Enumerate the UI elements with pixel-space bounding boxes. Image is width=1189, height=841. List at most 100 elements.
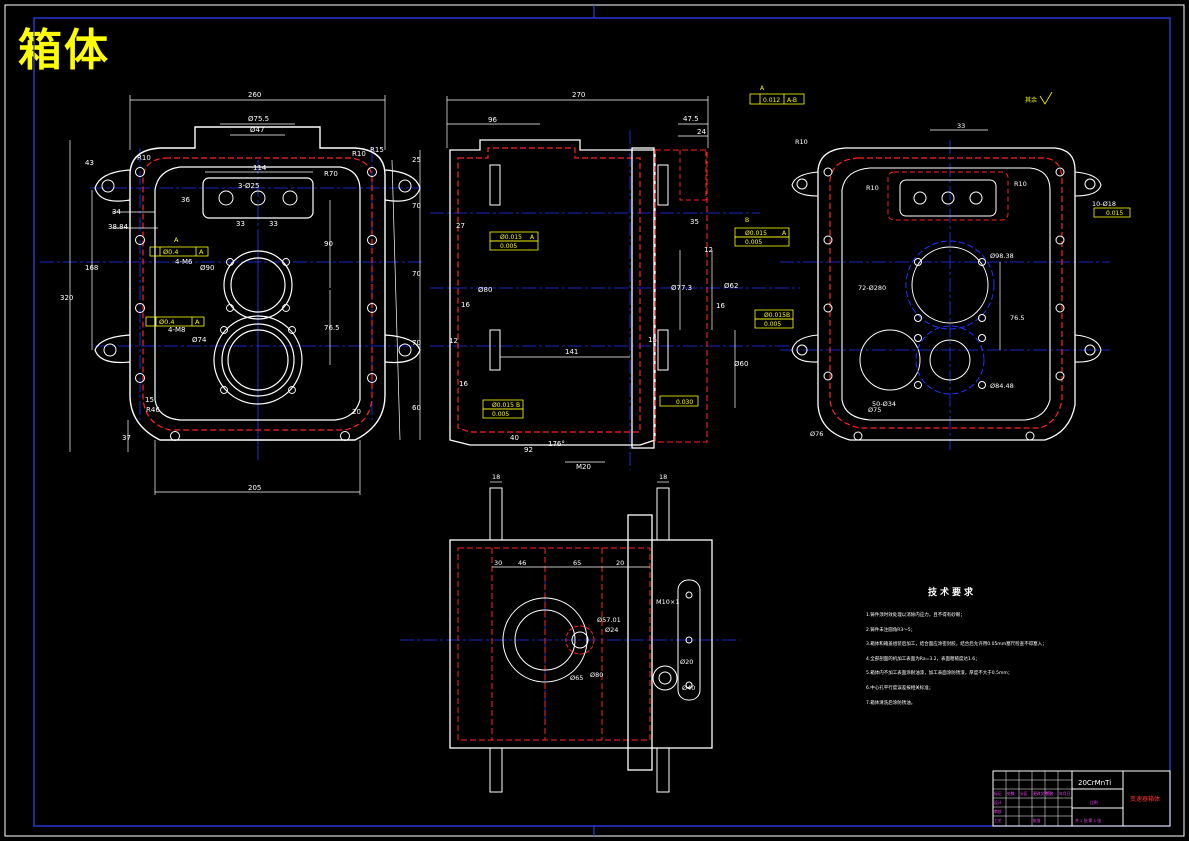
sv-tol2-flat: 0.005: [745, 239, 762, 246]
tech-line: 1.铸件须时效处理以消除内应力，且不得有砂眼；: [866, 613, 965, 618]
sv-dim-d77: Ø77.3: [671, 284, 692, 292]
fv-dim-m6a: 4-M6: [175, 258, 193, 266]
sv-dim-d60: Ø60: [734, 360, 748, 368]
sv-dim-35: 35: [690, 218, 699, 226]
tb-approve: 批准: [1033, 818, 1041, 823]
title-block: 20CrMnTi 变速器箱体 标记 处数 分区 更改文件号 签名 年月日 设计 …: [992, 770, 1171, 827]
sv-tol1-ref: A: [530, 234, 535, 241]
sv-tol2-ref: A: [782, 230, 787, 237]
tb-label-2: 分区: [1020, 791, 1028, 796]
sv-tol4-flat: 0.005: [492, 411, 509, 418]
tech-line: 6.中心孔平行度误差按相关标准；: [866, 685, 934, 691]
sv-dim-16c: 16: [459, 380, 468, 388]
tv-dim-d40: Ø40: [682, 684, 695, 692]
fv-datum: A: [174, 236, 179, 244]
sv-tol-main: 0.012: [763, 97, 780, 104]
sv-dim-270: 270: [572, 91, 585, 99]
fv-dim-36: 36: [181, 196, 190, 204]
fv-dim-320: 320: [60, 294, 73, 302]
tb-design: 设计: [994, 800, 1002, 805]
tb-review: 审核: [994, 809, 1002, 814]
sv-tol3-ref: B: [786, 312, 790, 319]
inner-frame: [33, 17, 1171, 827]
sv-dim-25: 25: [412, 156, 421, 164]
sv-dim-12b: 12: [449, 337, 458, 345]
sv-dim-96: 96: [488, 116, 497, 124]
fv-dim-90: 90: [324, 240, 333, 248]
fv-dim-r70: R70: [324, 170, 338, 178]
tb-label-3: 更改文件号: [1033, 791, 1052, 796]
sv-tol1-flat: 0.005: [500, 243, 517, 250]
tv-dim-d24: Ø24: [605, 626, 618, 634]
top-view: 18 18 30 46 65 20 Ø57.01 Ø24 Ø65 Ø80 M10…: [400, 473, 740, 793]
fv-dim-d74: Ø74: [192, 336, 207, 344]
fv-dim-114: 114: [253, 164, 267, 172]
sv-dim-70b: 70: [412, 270, 421, 278]
fv-dim-d90: Ø90: [200, 264, 214, 272]
tb-part-name: 变速器箱体: [1130, 795, 1160, 803]
fv-dim-168: 168: [85, 264, 98, 272]
sv-dim-d80: Ø80: [478, 286, 492, 294]
tb-label-5: 年月日: [1059, 791, 1071, 796]
fv-dim-r10: R10: [137, 154, 151, 162]
tb-label-1: 处数: [1007, 791, 1015, 796]
sv-dim-12: 12: [704, 246, 713, 254]
fv-dim-r10b: R10: [352, 150, 366, 158]
sv-tol1: Ø0.015: [500, 234, 522, 241]
tv-dim-m10: M10×1: [656, 598, 679, 606]
sv-dim-176: 176°: [548, 440, 565, 448]
sv-dim-m20: M20: [576, 463, 591, 471]
tb-label-0: 标记: [994, 791, 1002, 796]
rv-tol: 0.015: [1106, 210, 1123, 217]
sv-tol-main-ref: A-B: [787, 97, 797, 104]
tv-dim-30: 30: [494, 559, 502, 567]
tv-dim-18b: 18: [659, 473, 667, 481]
rv-dim-b: 50-Ø34: [872, 400, 896, 408]
rv-dim-r10b: R10: [866, 184, 879, 192]
tv-dim-18a: 18: [492, 473, 500, 481]
tech-requirements: 技术要求 1.铸件须时效处理以消除内应力，且不得有砂眼； 2.铸件未注圆角R3～…: [866, 585, 1116, 714]
tv-dim-d80: Ø80: [590, 671, 603, 679]
fv-dim-d75: Ø75.5: [248, 115, 269, 123]
tb-scale: 比例: [1090, 800, 1098, 805]
sv-tol3: Ø0.015: [764, 312, 786, 319]
sv-datum-a: A: [760, 85, 765, 92]
sv-dim-24: 24: [697, 128, 706, 136]
fv-tol2: Ø0.4: [159, 318, 174, 326]
side-view: 270 96 47.5 24 35 27 141 15 12 12 16 16 …: [412, 85, 1053, 471]
surface-mark: 其余: [1025, 96, 1037, 104]
rv-dim-33: 33: [957, 122, 965, 130]
sv-datum-b: B: [745, 217, 749, 224]
sv-tol5: 0.030: [676, 399, 693, 406]
tech-requirements-title: 技术要求: [928, 588, 977, 598]
fv-dim-r46: R46: [146, 406, 160, 414]
tech-line: 5.箱体内不加工表面涂耐油漆，加工表面涂防锈漆，厚度不大于0.5mm；: [866, 671, 1013, 677]
sv-dim-70a: 70: [412, 202, 421, 210]
front-view: 260 Ø75.5 Ø47 114 3-Ø25 33 33 36 90 168 …: [40, 91, 425, 495]
fv-dim-20: 20: [352, 408, 361, 416]
rv-dim-a: 72-Ø280: [858, 284, 886, 292]
fv-dim-33a: 33: [236, 220, 245, 228]
fv-dim-d47: Ø47: [250, 126, 264, 134]
sv-dim-47: 47.5: [683, 115, 699, 123]
tech-line: 4.全部剖面的机加工表面为Ra=3.2，表面粗糙度达1.6；: [866, 656, 980, 662]
tech-line: 7.箱体清洗后涂防锈油。: [866, 700, 916, 706]
sv-tol4: Ø0.015: [492, 402, 514, 409]
sv-tol3-flat: 0.005: [764, 321, 781, 328]
fv-dim-holes: 3-Ø25: [238, 182, 259, 190]
tv-dim-d65: Ø65: [570, 674, 583, 682]
fv-tol1-ref: A: [199, 248, 204, 256]
fv-dim-37: 37: [122, 434, 131, 442]
rv-dim-c: 76.5: [1010, 314, 1024, 322]
sv-dim-141: 141: [565, 348, 578, 356]
tb-process: 工艺: [994, 818, 1002, 823]
fv-tol1: Ø0.4: [163, 248, 178, 256]
tech-line: 3.箱体和箱盖组装后加工，结合面应涂密封胶，结合后允许用0.05mm塞尺检查不得…: [866, 642, 1047, 648]
rv-dim-d98: Ø98.38: [990, 252, 1014, 260]
sv-tol2: Ø0.015: [745, 230, 767, 237]
tb-label-4: 签名: [1046, 791, 1054, 796]
fv-dim-r15: R15: [370, 146, 384, 154]
fv-dim-76: 76.5: [324, 324, 340, 332]
fv-dim-205: 205: [248, 484, 261, 492]
